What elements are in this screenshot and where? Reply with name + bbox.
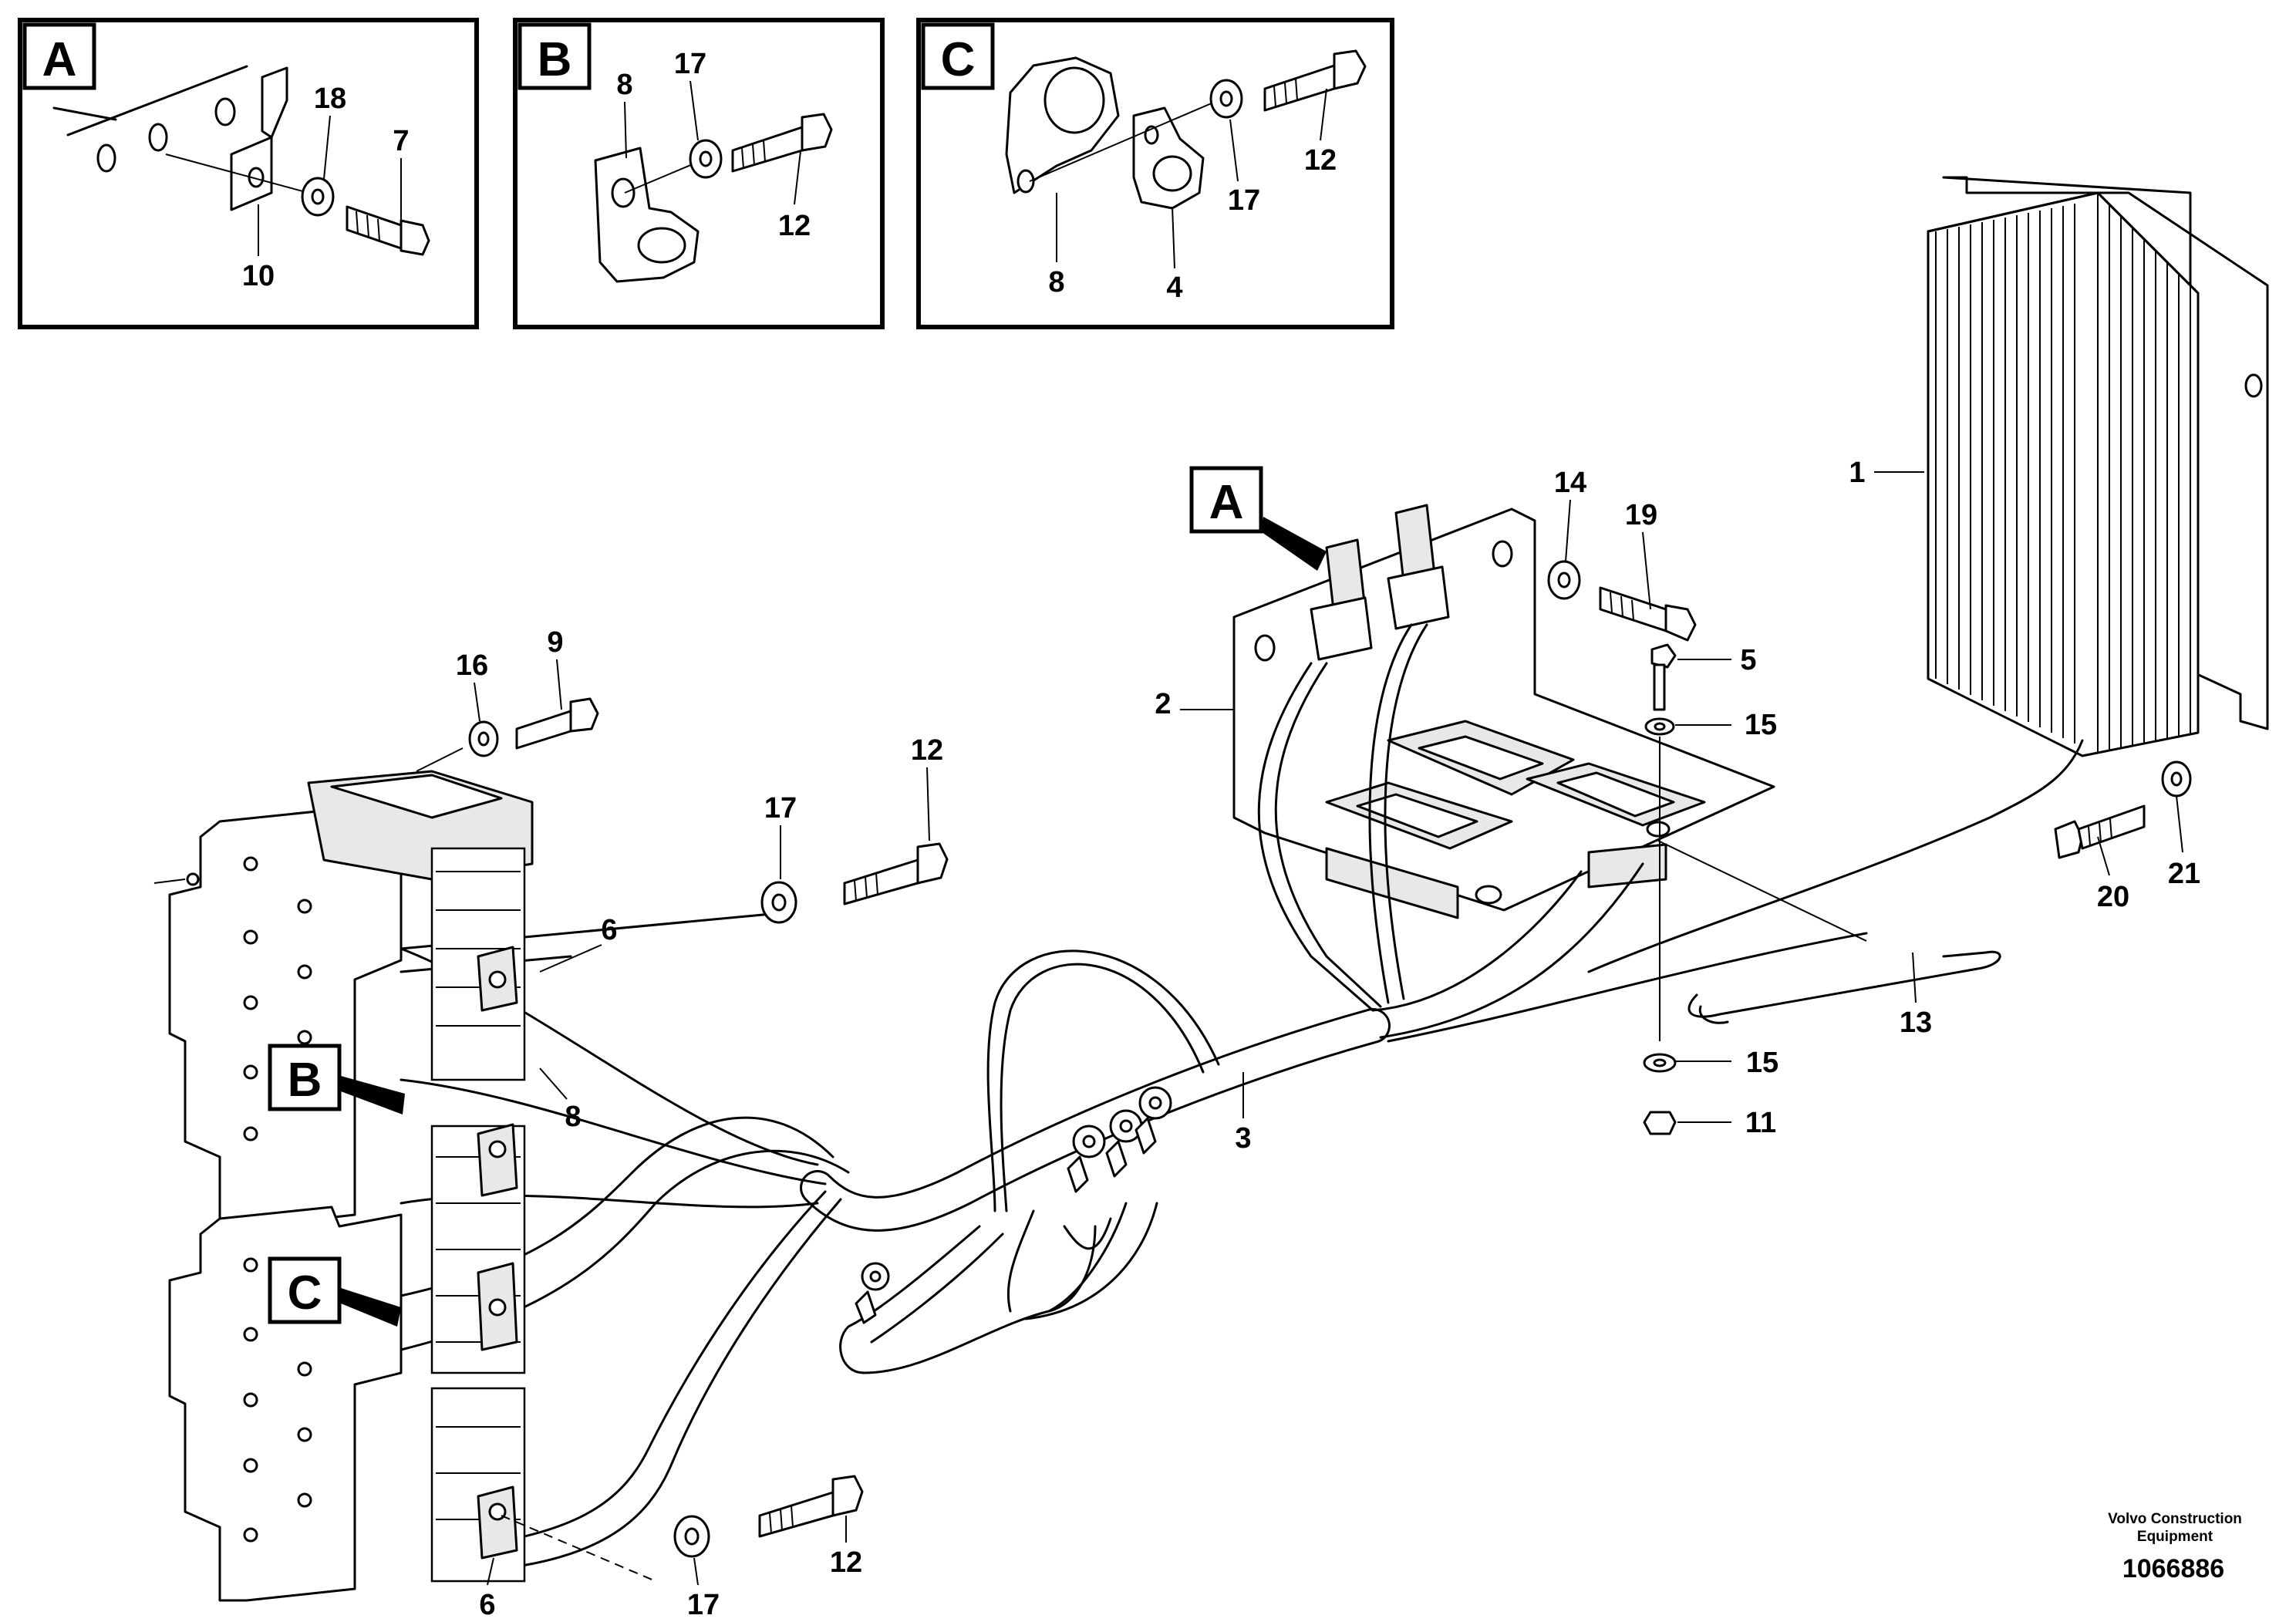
callout-19: 19 [1625,499,1657,531]
wire-harness: 3 [400,623,1868,1571]
fuse-relay-block [153,770,656,1602]
callout-17-lower: 17 [687,1589,720,1621]
callout-20: 20 [2097,881,2129,913]
hardware-stud-5: 5 15 15 11 [1643,643,1778,1139]
detail-c-callout-8: 8 [1048,266,1064,298]
credit-line-2: Equipment [2137,1529,2213,1545]
detail-b-callout-12: 12 [778,210,811,242]
callout-16: 16 [456,649,488,682]
retainer-rod: 13 [1657,840,2001,1039]
callout-9: 9 [547,626,563,659]
marker-b-label: B [288,1054,322,1107]
hardware-bolt-12-lower: 17 12 [673,1475,864,1621]
detail-a-callout-10: 10 [242,260,275,292]
detail-c-callout-12: 12 [1304,144,1337,177]
callout-21: 21 [2168,858,2200,890]
callout-15-upper: 15 [1745,709,1777,741]
callout-17-upper: 17 [764,792,797,824]
callout-15-lower: 15 [1746,1047,1778,1079]
hardware-bolt-19: 14 19 [1547,467,1697,642]
detail-box-b-label: B [538,33,572,86]
callout-2: 2 [1155,688,1171,720]
marker-b: B [268,1044,405,1114]
callout-13: 13 [1900,1007,1932,1039]
marker-a-label: A [1209,476,1244,529]
marker-c: C [268,1256,401,1327]
hardware-bolt-9: 16 9 [416,626,599,772]
drawing-number: 1066886 [2122,1554,2224,1583]
callout-8: 8 [565,1101,581,1133]
detail-c-callout-17: 17 [1228,184,1260,217]
control-unit-heatsink: 1 [1587,176,2269,973]
marker-c-label: C [288,1266,322,1320]
detail-box-a-label: A [42,33,77,86]
callout-1: 1 [1849,457,1865,489]
callout-12-lower: 12 [830,1546,862,1579]
detail-b-callout-8: 8 [616,69,632,101]
detail-a-callout-7: 7 [393,125,409,157]
bracket-plate: 2 [1155,504,1775,919]
detail-box-b: B 8 17 12 [513,18,885,329]
callout-14: 14 [1554,467,1586,499]
callout-11: 11 [1745,1107,1776,1139]
hardware-bolt-12-upper: 17 12 [760,734,949,924]
hardware-bolt-20: 20 21 [2054,760,2200,913]
callout-6-upper: 6 [601,914,617,946]
callout-12-upper: 12 [911,734,943,767]
credit-line-1: Volvo Construction [2108,1511,2242,1527]
detail-box-c-label: C [941,33,976,86]
detail-box-a: A 18 7 10 [18,18,479,329]
detail-c-callout-4: 4 [1166,271,1182,304]
detail-b-callout-17: 17 [674,48,706,80]
marker-a: A [1189,466,1327,571]
callout-5: 5 [1740,644,1756,676]
callout-6-lower: 6 [479,1589,495,1621]
callout-3: 3 [1235,1122,1251,1155]
detail-a-callout-18: 18 [314,83,346,115]
detail-box-c: C 12 17 8 4 [916,18,1394,329]
